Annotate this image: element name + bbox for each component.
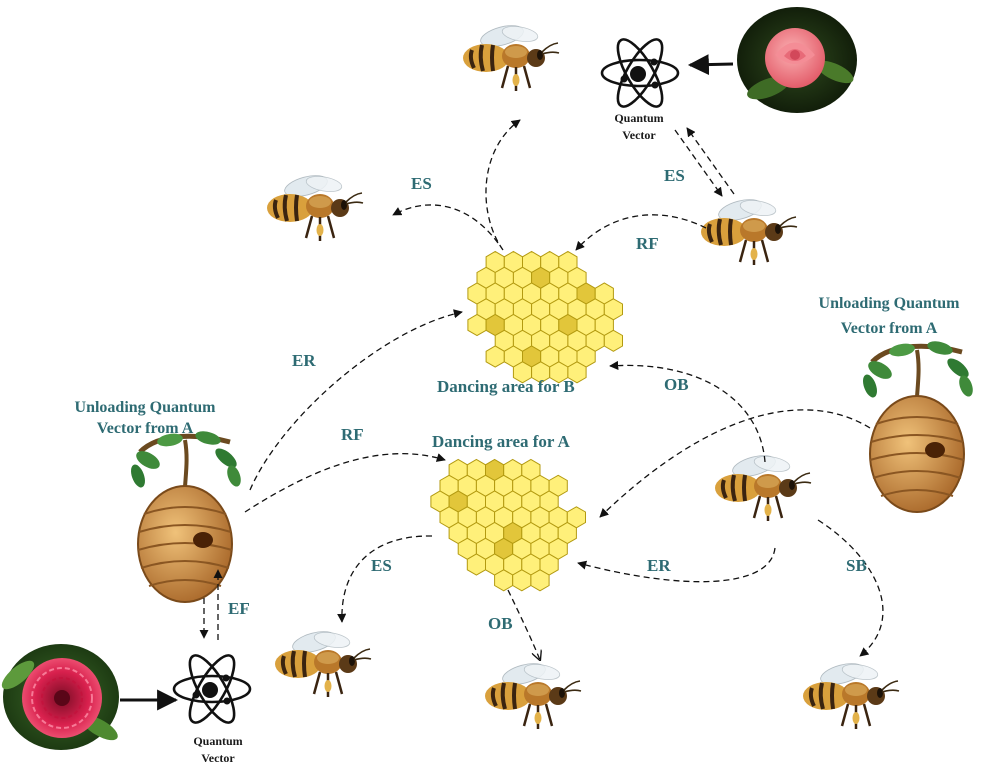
quantum-vector-top-line1: Quantum [606, 110, 672, 127]
arrow-ob-bottom [508, 590, 540, 660]
bee-icon-top [463, 22, 559, 91]
label-rf-top: RF [636, 234, 659, 254]
honeycomb-cell [467, 554, 485, 575]
quantum-vector-top-line2: Vector [606, 127, 672, 144]
honeycomb-cell [604, 330, 622, 351]
label-ob-bottom: OB [488, 614, 513, 634]
label-es-top-left: ES [411, 174, 432, 194]
bee-icon-top-right [701, 196, 797, 265]
label-dancing-area-b: Dancing area for B [437, 377, 575, 397]
label-rf-middle: RF [341, 425, 364, 445]
honeycomb-dancing-area-a [431, 460, 586, 591]
quantum-vector-bottom-line2: Vector [185, 750, 251, 767]
arrow-es-bottom [342, 536, 432, 622]
honeycomb-cell [468, 315, 486, 336]
label-ef: EF [228, 599, 250, 619]
quantum-vector-label-bottom: Quantum Vector [185, 733, 251, 767]
arrow-rose-to-atom [690, 64, 733, 65]
bee-icon-top-left [267, 172, 363, 241]
quantum-vector-bottom-line1: Quantum [185, 733, 251, 750]
honeycomb-cell [513, 570, 531, 591]
atom-icon-top [602, 34, 678, 113]
honeycomb-cell [495, 570, 513, 591]
arrow-es-top-left [393, 205, 498, 243]
bee-icon-middle-right [715, 452, 811, 521]
honeycomb-dancing-area-b [468, 252, 623, 383]
arrow-rf-middle [245, 454, 445, 512]
beehive-icon-left [128, 429, 243, 602]
arrow-sb [818, 520, 883, 656]
label-er-left: ER [292, 351, 316, 371]
label-sb: SB [846, 556, 867, 576]
bee-icon-bottom-center [485, 660, 581, 729]
unloading-left-line2: Vector from A [56, 418, 234, 439]
quantum-vector-label-top: Quantum Vector [606, 110, 672, 144]
arrow-atom-to-bee [675, 130, 722, 196]
arrow-bee-to-atom [687, 128, 734, 194]
honeycomb-cell [531, 570, 549, 591]
arrow-er-left [250, 312, 462, 490]
label-dancing-area-a: Dancing area for A [432, 432, 570, 452]
label-er-bottom: ER [647, 556, 671, 576]
honeycomb-cell [486, 346, 504, 367]
bee-icon-bottom-left [275, 628, 371, 697]
unloading-right-line2: Vector from A [800, 316, 978, 341]
unloading-left-line1: Unloading Quantum [56, 397, 234, 418]
label-es-bottom: ES [371, 556, 392, 576]
arrow-combb-to-top-bee [486, 120, 520, 250]
bee-icon-bottom-right [803, 660, 899, 729]
beehive-icon-right [860, 339, 975, 512]
label-unloading-left: Unloading Quantum Vector from A [56, 397, 234, 439]
dahlia-flower-image [0, 644, 121, 750]
unloading-right-line1: Unloading Quantum [800, 291, 978, 316]
label-unloading-right: Unloading Quantum Vector from A [800, 291, 978, 341]
label-es-top-right: ES [664, 166, 685, 186]
arrow-er-bottom [578, 548, 775, 582]
atom-icon-bottom [174, 650, 250, 729]
rose-flower-image [737, 7, 857, 113]
label-ob-top: OB [664, 375, 689, 395]
